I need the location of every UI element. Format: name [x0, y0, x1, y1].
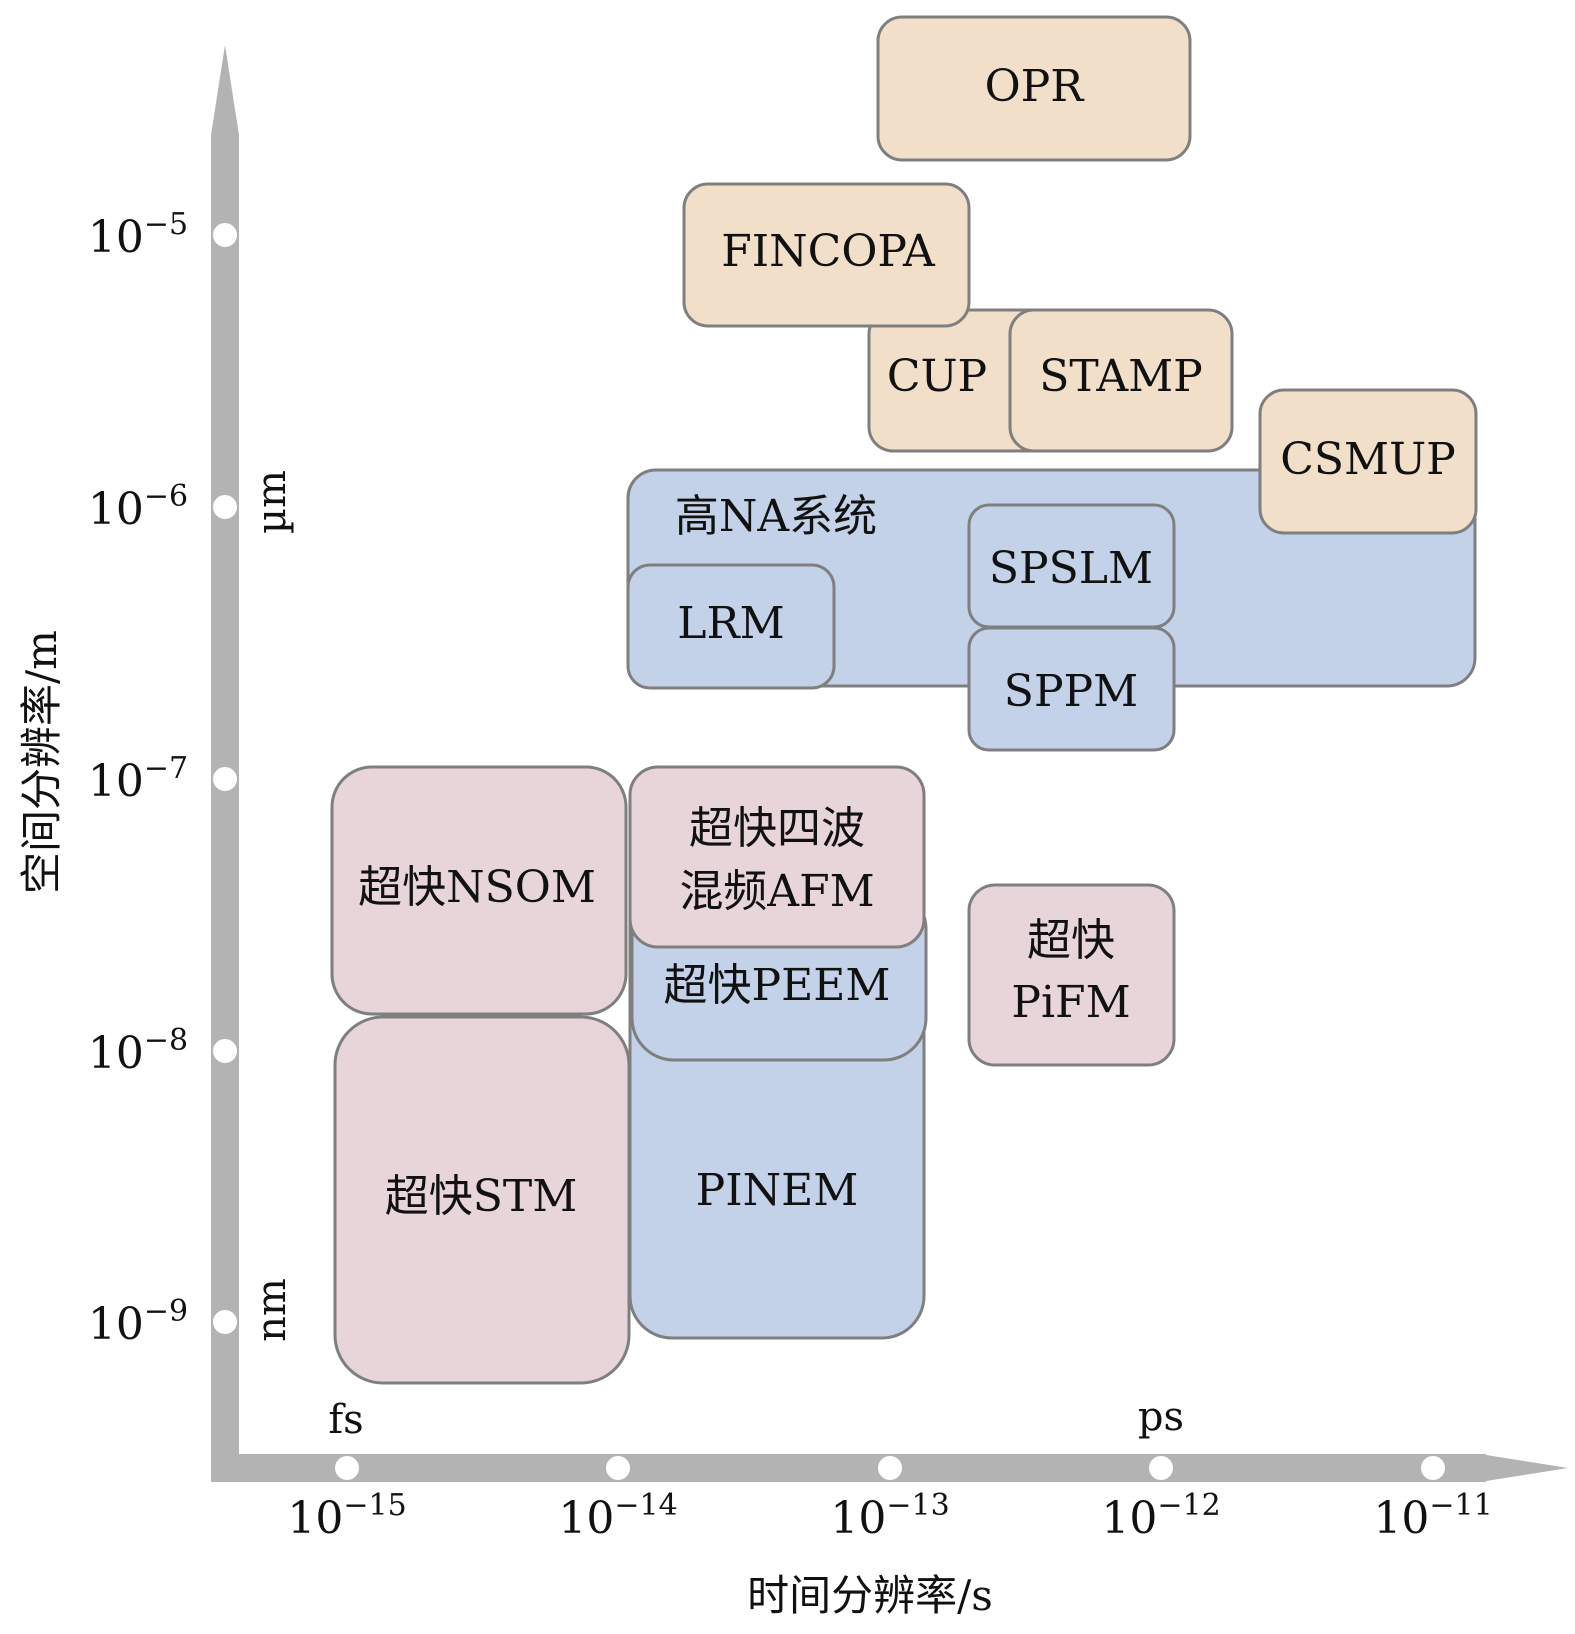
method-boxes [330, 15, 1478, 1385]
x-tick-dot [606, 1456, 630, 1480]
sppm-box [967, 626, 1176, 752]
fincopa-box [682, 182, 971, 328]
x-tick-dot [1421, 1456, 1445, 1480]
lrm-box [626, 563, 836, 690]
y-tick-label: 10−8 [88, 1023, 188, 1079]
pifm-label-line1: 超快 [1027, 915, 1115, 966]
sppm-label: SPPM [1004, 666, 1138, 717]
x-tick-label: 10−15 [287, 1488, 406, 1544]
opr-box [876, 15, 1192, 162]
y-tick-dot [213, 495, 237, 519]
axes [211, 45, 1568, 1482]
y-tick-dot [213, 1310, 237, 1334]
y-tick-label: 10−9 [88, 1294, 188, 1350]
cup-label: CUP [887, 351, 987, 402]
y-axis-title: 空间分辨率/m [17, 630, 66, 894]
x-axis-bar [211, 1454, 1486, 1482]
fs-unit-label: fs [328, 1397, 363, 1443]
spslm-label: SPSLM [989, 543, 1153, 594]
csmup-label: CSMUP [1280, 434, 1456, 485]
lrm-label: LRM [677, 598, 784, 649]
x-tick-dot [335, 1456, 359, 1480]
y-tick-label: 10−5 [88, 207, 188, 263]
fwm-afm-box [628, 765, 926, 949]
fwm-afm-label-line2: 混频AFM [679, 866, 874, 917]
y-tick-label: 10−6 [88, 479, 188, 535]
x-tick-dot [1149, 1456, 1173, 1480]
nm-unit-label: nm [249, 1278, 295, 1342]
fincopa-label: FINCOPA [721, 226, 936, 277]
x-axis-arrowhead [1480, 1454, 1568, 1482]
x-tick-label: 10−11 [1373, 1488, 1492, 1544]
x-tick-dot [878, 1456, 902, 1480]
x-tick-label: 10−12 [1101, 1488, 1220, 1544]
stamp-label: STAMP [1039, 351, 1203, 402]
pinem-label: PINEM [696, 1165, 859, 1216]
x-tick-labels: 10−15 10−14 10−13 10−12 10−11 [287, 1488, 1492, 1544]
method-labels: OPR FINCOPA CUP STAMP CSMUP 高NA系统 LRM SP… [358, 61, 1456, 1222]
peem-label: 超快PEEM [664, 960, 891, 1011]
y-tick-labels: 10−5 10−6 10−7 10−8 10−9 [88, 207, 188, 1350]
y-axis-bar [211, 135, 239, 1482]
y-tick-label: 10−7 [88, 751, 188, 807]
csmup-box [1258, 388, 1478, 535]
y-tick-dot [213, 767, 237, 791]
opr-label: OPR [985, 61, 1086, 112]
x-axis-title: 时间分辨率/s [747, 1571, 993, 1620]
y-tick-dot [213, 223, 237, 247]
nsom-box [330, 765, 628, 1016]
pifm-label-line2: PiFM [1011, 977, 1130, 1028]
y-tick-dot [213, 1039, 237, 1063]
stm-box [333, 1015, 631, 1385]
x-tick-label: 10−13 [830, 1488, 949, 1544]
ps-unit-label: ps [1138, 1394, 1184, 1440]
pifm-box [967, 883, 1176, 1067]
y-axis-arrowhead [211, 45, 239, 135]
um-unit-label: µm [249, 470, 295, 534]
stm-label: 超快STM [385, 1171, 578, 1222]
fwm-afm-label-line1: 超快四波 [689, 803, 865, 854]
nsom-label: 超快NSOM [358, 862, 596, 913]
x-tick-label: 10−14 [558, 1488, 677, 1544]
high-na-label: 高NA系统 [675, 491, 877, 542]
stamp-box [1008, 308, 1234, 453]
